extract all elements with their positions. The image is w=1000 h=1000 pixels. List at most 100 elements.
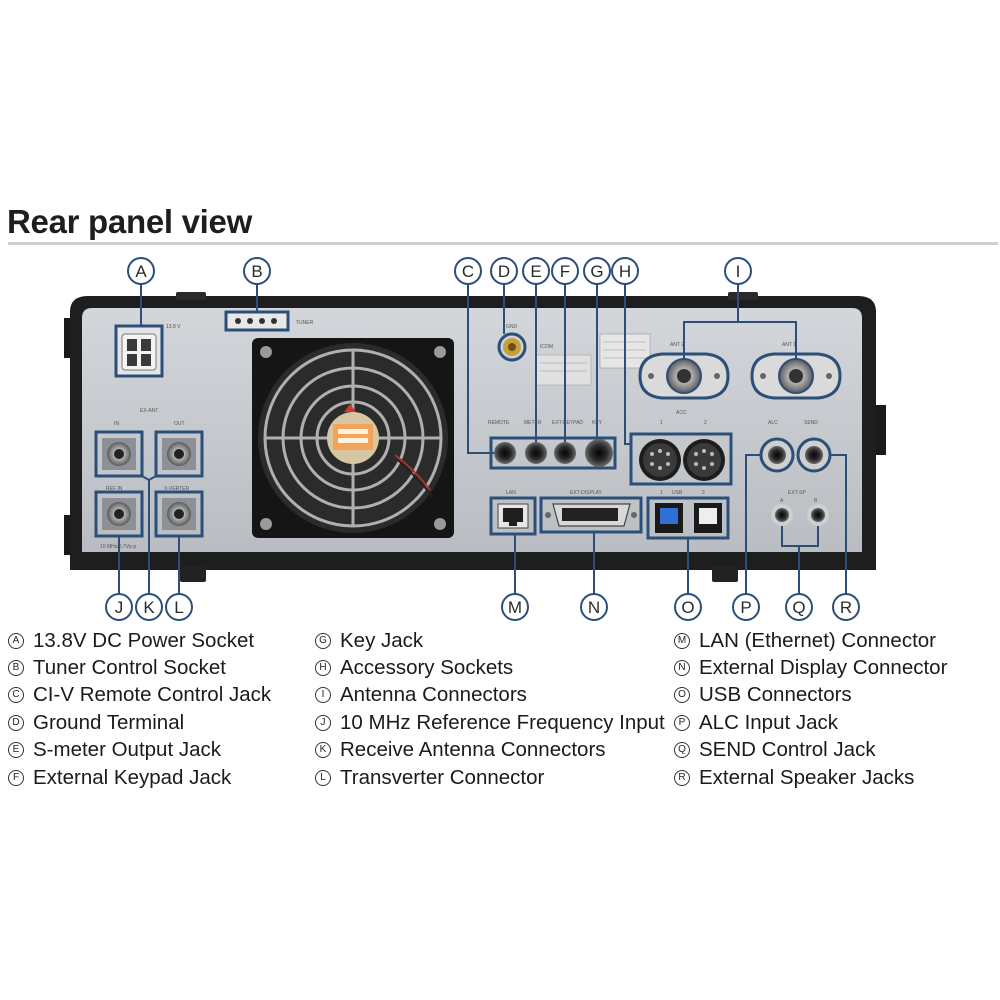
legend-badge: Q — [674, 742, 690, 759]
legend-text: Antenna Connectors — [340, 683, 527, 707]
svg-text:G: G — [590, 262, 603, 281]
legend-text: LAN (Ethernet) Connector — [699, 628, 937, 652]
bnc-ex-ant-out — [154, 430, 204, 478]
svg-text:P: P — [740, 598, 751, 617]
svg-text:F: F — [560, 262, 570, 281]
svg-text:O: O — [681, 598, 694, 617]
legend-text: S-meter Output Jack — [33, 738, 221, 762]
ant1-label: ANT 1 — [782, 342, 796, 348]
svg-text:Q: Q — [792, 598, 805, 617]
svg-text:L: L — [174, 598, 183, 617]
lan-connector: LAN — [489, 490, 537, 536]
page-title: Rear panel view — [7, 203, 252, 240]
legend-item: Q SEND Control Jack — [674, 737, 947, 764]
svg-text:B: B — [251, 262, 262, 281]
bnc-x-verter — [154, 490, 204, 538]
sp-b-label: B — [814, 498, 818, 504]
legend-badge: A — [8, 632, 24, 649]
legend-badge: E — [8, 742, 24, 759]
legend-item: I Antenna Connectors — [315, 682, 665, 709]
remote-label: REMOTE — [488, 420, 510, 426]
legend-item: M LAN (Ethernet) Connector — [674, 627, 947, 654]
ground-terminal: GND ICOM — [497, 324, 553, 362]
svg-text:R: R — [840, 598, 852, 617]
legend-badge: L — [315, 769, 331, 786]
legend-item: J 10 MHz Reference Frequency Input — [315, 709, 665, 736]
callout-f: F — [551, 257, 579, 285]
ext-sp: EXT-SP A B — [771, 490, 829, 526]
ant2-label: ANT 2 — [670, 342, 684, 348]
legend-text: ALC Input Jack — [699, 710, 839, 734]
usb-connectors: USB 1 2 — [646, 490, 730, 540]
ext-keypad-label: EXT-KEYPAD — [552, 420, 583, 426]
lan-label: LAN — [506, 490, 516, 496]
legend-badge: D — [8, 714, 24, 731]
callout-c: C — [454, 257, 482, 285]
callout-l: L — [165, 593, 193, 621]
legend-badge: J — [315, 714, 331, 731]
legend-badge: F — [8, 769, 24, 786]
callout-n: N — [580, 593, 608, 621]
svg-text:I: I — [736, 262, 741, 281]
acc-sockets: ACC 1 2 — [629, 410, 733, 486]
remote-jack — [494, 442, 516, 464]
legend-badge: B — [8, 660, 24, 677]
callout-p: P — [732, 593, 760, 621]
legend-text: SEND Control Jack — [699, 738, 876, 762]
send-label: SEND — [804, 420, 818, 426]
ext-display-connector: EXT-DISPLAY — [539, 490, 643, 534]
callout-a: A — [127, 257, 155, 285]
legend-item: D Ground Terminal — [8, 709, 271, 736]
legend-badge: M — [674, 632, 690, 649]
legend-text: Ground Terminal — [33, 710, 185, 734]
acc-label: ACC — [676, 410, 687, 416]
callout-q: Q — [785, 593, 813, 621]
gnd-label: GND — [506, 324, 518, 330]
callout-b: B — [243, 257, 271, 285]
legend-badge: G — [315, 632, 331, 649]
legend-text: Key Jack — [340, 628, 424, 652]
callout-k: K — [135, 593, 163, 621]
antenna-connectors: ANT 2 ANT 1 — [638, 342, 842, 400]
brand-label: ICOM — [540, 344, 553, 350]
ext-keypad-jack — [554, 442, 576, 464]
svg-text:N: N — [588, 598, 600, 617]
meter-label: METER — [524, 420, 542, 426]
callout-m: M — [501, 593, 529, 621]
ex-ant-label: EX-ANT — [140, 408, 158, 414]
ext-display-label: EXT-DISPLAY — [570, 490, 603, 496]
svg-text:A: A — [135, 262, 147, 281]
svg-text:D: D — [498, 262, 510, 281]
in-label: IN — [114, 421, 119, 427]
svg-text:H: H — [619, 262, 631, 281]
legend-badge: I — [315, 687, 331, 704]
legend-text: 10 MHz Reference Frequency Input — [340, 710, 665, 734]
meter-jack — [525, 442, 547, 464]
legend-item: L Transverter Connector — [315, 764, 665, 791]
title-rule — [8, 242, 998, 245]
callout-i: I — [724, 257, 752, 285]
legend-column-3: M LAN (Ethernet) Connector N External Disp… — [674, 627, 947, 791]
svg-text:E: E — [530, 262, 541, 281]
callouts: A B C D E F G H I J K L M N O P Q R — [105, 257, 860, 621]
legend-item: G Key Jack — [315, 627, 665, 654]
legend-text: External Display Connector — [699, 656, 948, 680]
sp-a-label: A — [780, 498, 784, 504]
leader-lines — [118, 284, 847, 594]
svg-text:M: M — [508, 598, 522, 617]
acc2-label: 2 — [704, 420, 707, 426]
legend-text: External Speaker Jacks — [699, 765, 915, 789]
svg-text:C: C — [462, 262, 474, 281]
dc-power-socket: 13.8 V — [114, 324, 181, 378]
dc-label: 13.8 V — [166, 324, 181, 330]
legend-badge: N — [674, 660, 690, 677]
legend-text: CI-V Remote Control Jack — [33, 683, 272, 707]
legend-text: Transverter Connector — [340, 765, 545, 789]
